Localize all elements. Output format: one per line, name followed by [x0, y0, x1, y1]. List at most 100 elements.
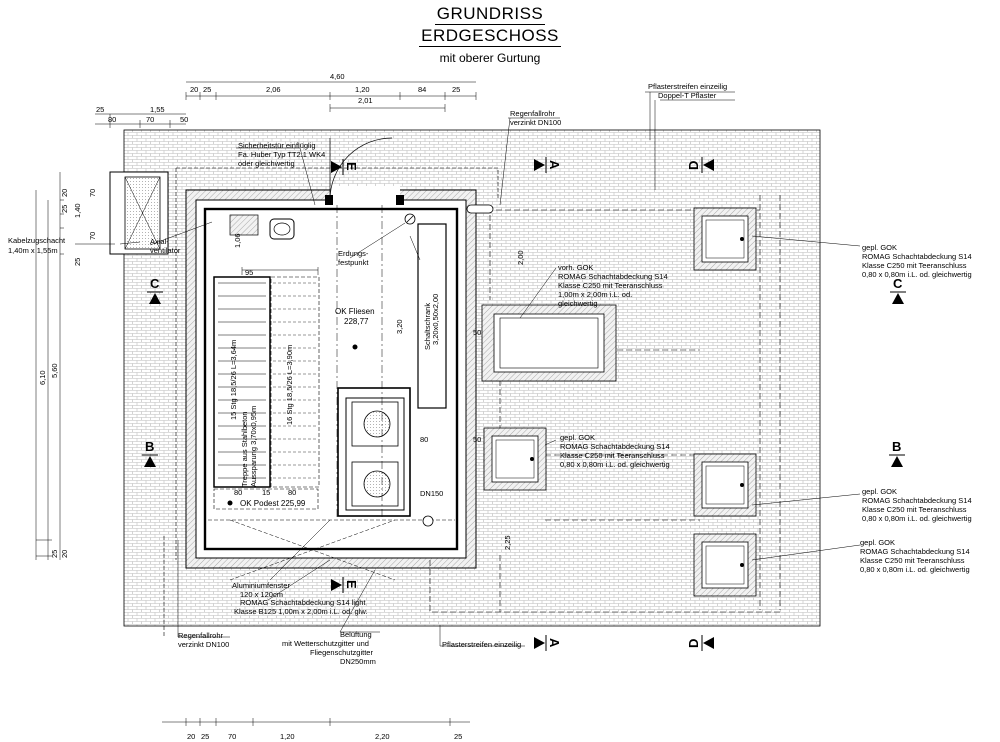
cover-right-top-3: Klasse C250 mit Teeranschluss	[862, 261, 967, 270]
shaft-cover	[693, 453, 757, 517]
level-marker-icon	[227, 500, 233, 506]
cover-right-bot-4: 0,80 x 0,80m i.L. od. gleichwertig	[860, 565, 970, 574]
shaft-cover	[693, 207, 757, 271]
dim-bottom-25b: 25	[454, 732, 462, 741]
cover-existing-3: Klasse C250 mit Teeranschluss	[558, 281, 663, 290]
cover-existing-5: gleichwertig	[558, 299, 598, 308]
dim-v-bottom-20: 20	[60, 550, 69, 558]
dim-v-140: 1,40	[73, 203, 82, 218]
dim-left-50: 50	[180, 115, 188, 124]
stair-opening-label-2: Aussparung 3,70x0,95m	[249, 406, 258, 487]
switch-cabinet	[417, 223, 447, 409]
downpipe-icon	[466, 204, 494, 214]
existing-cover	[481, 304, 617, 382]
cover-b125-label-2: Klasse B125 1,00m x 2,00m i.L. od. glw.	[234, 607, 367, 616]
grounding-label-1: Erdungs-	[338, 249, 369, 258]
cabinet-label-2: 3,20x0,50x2,00	[431, 294, 440, 345]
alu-window-label-2: 120 x 120cm	[240, 590, 283, 599]
axial-fan-label-1: Axial-	[150, 237, 169, 246]
dim-v-20: 20	[60, 189, 69, 197]
dim-top-5: 84	[418, 85, 426, 94]
section-letter: C	[893, 276, 903, 291]
alu-window-label-1: Aluminiumfenster	[232, 581, 290, 590]
security-door-label-1: Sicherheitstür einflüglig	[238, 141, 316, 150]
ventilation-label-4: DN250mm	[340, 657, 376, 666]
paving-top-label-1: Pflasterstreifen einzeilig	[648, 82, 727, 91]
dim-top-1: 20	[190, 85, 198, 94]
shaft-cover	[483, 427, 547, 491]
dim-top-4: 1,20	[355, 85, 370, 94]
dim-v-70b: 70	[88, 232, 97, 240]
dim-80: 80	[420, 435, 428, 444]
cover-right-mid-3: Klasse C250 mit Teeranschluss	[862, 505, 967, 514]
dim-v-25b: 25	[73, 258, 82, 266]
ventilation-label-2: mit Wetterschutzgitter und	[282, 639, 369, 648]
cover-right-mid-4: 0,80 x 0,80m i.L. od. gleichwertig	[862, 514, 972, 523]
section-marker-d: D	[686, 635, 714, 651]
dim-v-560: 5,60	[50, 363, 59, 378]
dim-200: 2,00	[516, 250, 525, 265]
dim-top-sub: 2,01	[358, 96, 373, 105]
cover-right-bot-3: Klasse C250 mit Teeranschluss	[860, 556, 965, 565]
cover-mid-1: gepl. GOK	[560, 433, 595, 442]
cover-mid-4: 0,80 x 0,80m i.L. od. gleichwertig	[560, 460, 670, 469]
cover-right-top-4: 0,80 x 0,80m i.L. od. gleichwertig	[862, 270, 972, 279]
paving-top-label-2: Doppel-T Pflaster	[658, 91, 717, 100]
section-marker-b: B	[889, 439, 905, 467]
cable-shaft-label-1: Kabelzugschacht	[8, 236, 66, 245]
downpipe-bottom-label-1: Regenfallrohr	[178, 631, 224, 640]
dim-v-610: 6,10	[38, 370, 47, 385]
section-marker-c: C	[147, 276, 163, 304]
dim-top-2: 25	[203, 85, 211, 94]
section-letter: D	[686, 639, 701, 648]
cover-existing-2: ROMAG Schachtabdeckung S14	[558, 272, 668, 281]
cover-mid-2: ROMAG Schachtabdeckung S14	[560, 442, 670, 451]
shaft-cover	[693, 533, 757, 597]
section-marker-a: A	[534, 157, 562, 173]
landing-label: OK Podest 225,99	[240, 499, 306, 508]
cover-existing-4: 1,00m x 2,00m i.L. od.	[558, 290, 632, 299]
staircase	[213, 269, 320, 510]
plan-note: mit oberer Gurtung	[439, 51, 541, 65]
section-letter: B	[892, 439, 901, 454]
cable-shaft	[109, 171, 169, 255]
dim-podest-80a: 80	[234, 488, 242, 497]
section-marker-c: C	[890, 276, 906, 304]
cover-right-top-2: ROMAG Schachtabdeckung S14	[862, 252, 972, 261]
cabinet-label-1: Schaltschrank	[423, 303, 432, 350]
dim-50b: 50	[473, 435, 481, 444]
plan-subtitle: ERDGESCHOSS	[419, 26, 561, 47]
dim-podest-80b: 80	[288, 488, 296, 497]
dim-95: 95	[245, 268, 253, 277]
section-letter: B	[145, 439, 154, 454]
paving-bottom-label: Pflasterstreifen einzeilig	[442, 640, 521, 649]
cable-shaft-label-2: 1,40m x 1,55m	[8, 246, 58, 255]
dim-v-25: 25	[60, 205, 69, 213]
dim-top-3: 2,06	[266, 85, 281, 94]
cover-right-mid-2: ROMAG Schachtabdeckung S14	[862, 496, 972, 505]
dim-bottom-25: 25	[201, 732, 209, 741]
tile-level-label-1: OK Fliesen	[335, 307, 375, 316]
section-letter: A	[547, 160, 562, 170]
dim-bottom-70: 70	[228, 732, 236, 741]
dim-bottom-220: 2,20	[375, 732, 390, 741]
dim-left-80: 80	[108, 115, 116, 124]
grounding-label-2: festpunkt	[338, 258, 369, 267]
section-letter: C	[150, 276, 160, 291]
section-marker-e: E	[331, 159, 359, 175]
stair-opening-label-1: Treppe aus Stahlbeton	[240, 411, 249, 487]
dim-v-bottom-25: 25	[50, 550, 59, 558]
stairs-left-label: 15 Stg 18,5/26 L=3,64m	[229, 340, 238, 420]
downpipe-top-label-2: verzinkt DN100	[510, 118, 561, 127]
section-letter: A	[547, 638, 562, 648]
dim-left-70: 70	[146, 115, 154, 124]
dim-top-6: 25	[452, 85, 460, 94]
cover-right-bot-1: gepl. GOK	[860, 538, 895, 547]
security-door-label-3: oder gleichwertig	[238, 159, 295, 168]
dim-bottom-20: 20	[187, 732, 195, 741]
dim-106: 1,06	[233, 233, 242, 248]
level-marker-icon	[352, 344, 358, 350]
cover-b125-label-1: ROMAG Schachtabdeckung S14 light	[240, 598, 366, 607]
dim-320: 3,20	[395, 319, 404, 334]
